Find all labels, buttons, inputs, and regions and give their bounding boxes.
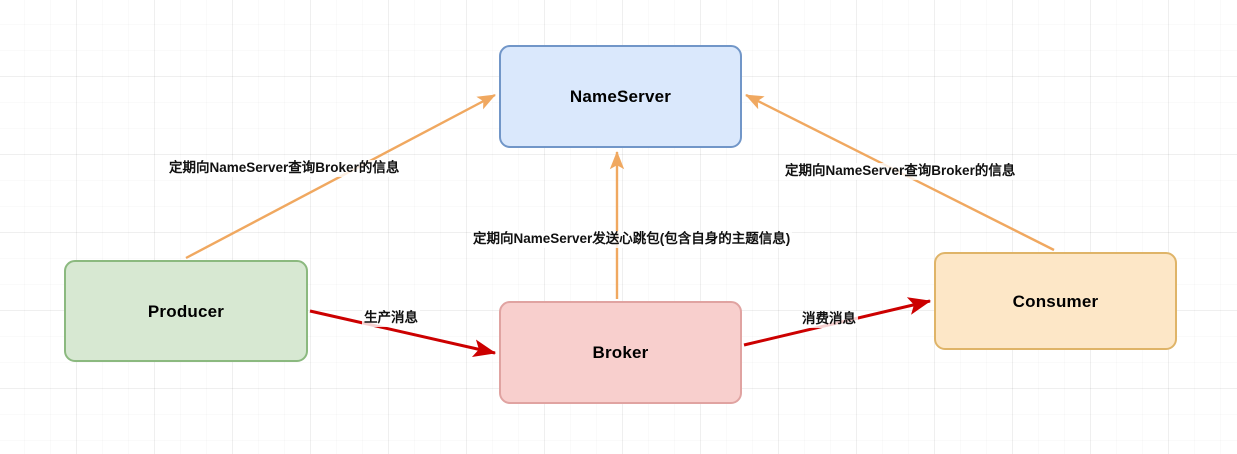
node-broker[interactable]: Broker — [499, 301, 742, 404]
node-producer[interactable]: Producer — [64, 260, 308, 362]
edge-label-broker-to-nameserver: 定期向NameServer发送心跳包(包含自身的主题信息) — [471, 231, 793, 248]
node-nameserver[interactable]: NameServer — [499, 45, 742, 148]
node-nameserver-label: NameServer — [569, 87, 672, 106]
edge-producer-to-broker — [309, 309, 497, 357]
edge-label-producer-to-nameserver: 定期向NameServer查询Broker的信息 — [167, 160, 402, 177]
edge-label-producer-to-broker: 生产消息 — [362, 310, 420, 327]
edge-label-consumer-to-nameserver: 定期向NameServer查询Broker的信息 — [783, 163, 1018, 180]
node-broker-label: Broker — [592, 343, 649, 362]
node-producer-label: Producer — [147, 301, 225, 321]
node-consumer-label: Consumer — [1012, 291, 1099, 311]
edge-label-broker-to-consumer: 消费消息 — [800, 311, 858, 328]
node-consumer[interactable]: Consumer — [934, 252, 1177, 350]
